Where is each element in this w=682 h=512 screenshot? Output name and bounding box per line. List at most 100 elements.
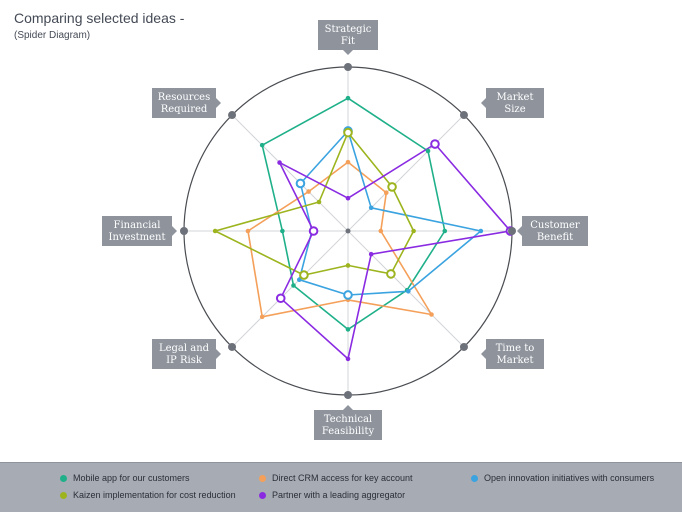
series-point <box>306 189 311 194</box>
axis-end-dot <box>508 227 516 235</box>
series-point <box>280 228 285 234</box>
axis-end-dot <box>228 342 237 351</box>
axis-label-text: Fit <box>341 36 355 47</box>
legend-label: Direct CRM access for key account <box>272 473 413 483</box>
center-point <box>345 228 351 234</box>
series-point <box>259 142 265 148</box>
series-point <box>345 159 351 165</box>
series-point <box>386 269 396 279</box>
series-point <box>387 182 397 192</box>
spider-diagram: StrategicFitMarketSizeCustomerBenefitTim… <box>102 20 588 440</box>
legend-marker <box>259 474 266 482</box>
series-point <box>345 263 351 268</box>
series-point <box>275 293 286 304</box>
axis-label-text: Feasibility <box>322 426 375 437</box>
axis-label-pointer <box>481 98 486 108</box>
axis-label-text: Customer <box>530 220 580 231</box>
series-point <box>411 228 416 234</box>
axis-end-dot <box>459 342 468 351</box>
series-point <box>259 314 265 320</box>
legend-marker <box>471 474 478 482</box>
axis-label-text: Required <box>161 104 208 115</box>
axis-label-pointer <box>216 98 221 108</box>
legend-label: Partner with a leading aggregator <box>272 490 406 500</box>
legend-item[interactable]: Mobile app for our customers <box>60 473 190 483</box>
legend-label: Kaizen implementation for cost reduction <box>73 490 236 500</box>
series-point <box>406 289 411 294</box>
series-point <box>430 139 440 149</box>
series-point <box>378 228 384 234</box>
series-point <box>343 290 353 300</box>
axis-label-pointer <box>481 349 486 359</box>
chart-title: Comparing selected ideas - <box>14 10 185 26</box>
series-point <box>345 195 351 201</box>
legend-marker <box>60 491 67 499</box>
legend-marker <box>259 491 266 499</box>
axis-end-dot <box>228 111 237 120</box>
axis-end-dot <box>459 111 468 120</box>
legend-item[interactable]: Open innovation initiatives with consume… <box>471 473 654 483</box>
series-point <box>308 226 319 236</box>
axis-label-pointer <box>343 405 353 410</box>
axis-label-box <box>314 410 382 440</box>
axis-label-pointer <box>517 226 522 236</box>
legend-label: Open innovation initiatives with consume… <box>484 473 655 483</box>
series-point <box>291 283 296 288</box>
chart-subtitle: (Spider Diagram) <box>14 30 91 41</box>
series-point <box>368 205 374 211</box>
axis-label-text: Legal and <box>159 343 210 354</box>
axis-spoke <box>231 114 349 232</box>
series-point <box>343 127 353 138</box>
axis-end-dot <box>344 391 352 399</box>
axis-label-pointer <box>343 50 353 55</box>
axis-label-text: IP Risk <box>166 355 203 366</box>
series-point <box>212 228 218 234</box>
axis-label-text: Market <box>497 92 534 103</box>
legend-label: Mobile app for our customers <box>73 473 190 483</box>
axis-label-box <box>486 339 544 369</box>
axis-label-pointer <box>172 226 177 236</box>
axis-label-text: Size <box>504 104 525 115</box>
axis-label-text: Technical <box>324 414 372 425</box>
axis-label-text: Strategic <box>325 24 372 35</box>
axis-label-box <box>318 20 378 50</box>
axis-end-dot <box>344 63 352 71</box>
series-point <box>345 95 351 101</box>
axis-label-box <box>102 216 172 246</box>
axis-label-text: Time to <box>496 343 535 354</box>
series-point <box>368 251 374 257</box>
series-point <box>316 199 322 205</box>
series-point <box>429 312 434 317</box>
legend-item[interactable]: Partner with a leading aggregator <box>259 490 405 500</box>
axis-label-text: Market <box>497 355 534 366</box>
axis-spoke <box>231 230 349 348</box>
series-point <box>299 270 309 280</box>
legend-item[interactable]: Direct CRM access for key account <box>259 473 413 483</box>
series-point <box>245 228 251 234</box>
series-point <box>442 228 448 234</box>
axis-label-box <box>152 88 216 118</box>
legend: Mobile app for our customers Direct CRM … <box>0 462 682 512</box>
axis-label-text: Benefit <box>537 232 573 243</box>
series-point <box>425 148 431 154</box>
series-point <box>345 356 351 362</box>
legend-item[interactable]: Kaizen implementation for cost reduction <box>60 490 236 500</box>
series-point <box>383 190 389 196</box>
axis-end-dot <box>180 227 188 235</box>
series-point <box>478 228 484 234</box>
legend-marker <box>60 474 67 482</box>
series-line <box>214 131 415 276</box>
axis-label-box <box>522 216 588 246</box>
axis-label-text: Resources <box>158 92 210 103</box>
axis-label-text: Investment <box>109 232 166 243</box>
axis-label-box <box>152 339 216 369</box>
axis-label-box <box>486 88 544 118</box>
